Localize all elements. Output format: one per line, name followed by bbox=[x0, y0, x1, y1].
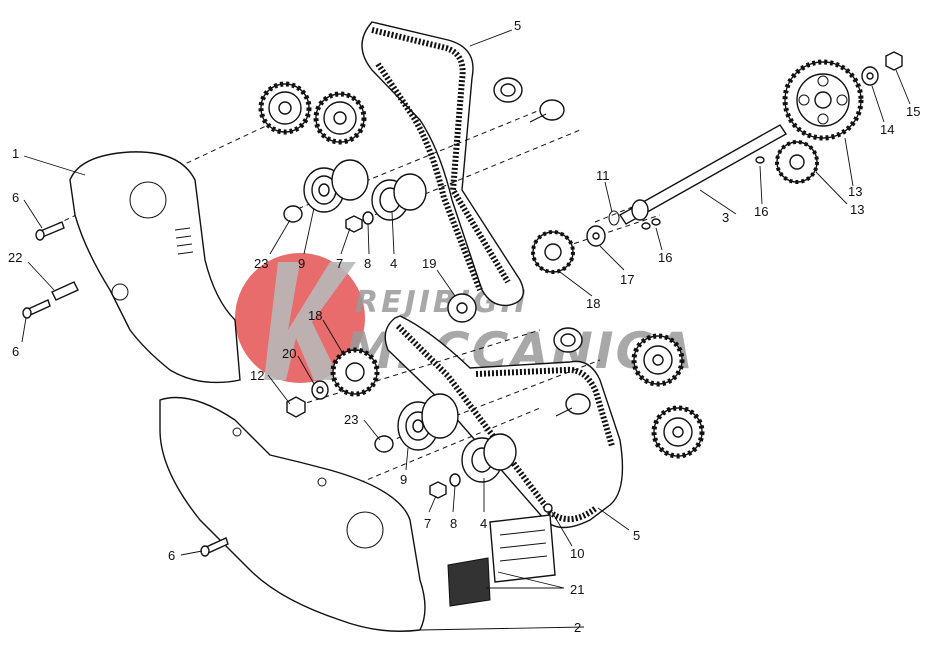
upper-timing-belt bbox=[361, 21, 524, 307]
callout-13-upper: 13 bbox=[848, 184, 862, 199]
drive-pulley-18-right bbox=[531, 230, 575, 274]
washer-8-upper bbox=[362, 211, 374, 225]
callout-13-right: 13 bbox=[850, 202, 864, 217]
idler-roller-lower bbox=[461, 433, 517, 483]
washer-17 bbox=[586, 225, 606, 247]
callout-23-upper: 23 bbox=[254, 256, 268, 271]
callout-5-upper: 5 bbox=[514, 18, 521, 33]
large-gear bbox=[782, 59, 864, 141]
bracket-21 bbox=[447, 514, 556, 607]
callout-8-lower: 8 bbox=[450, 516, 457, 531]
idler-roller-upper bbox=[371, 173, 427, 221]
callout-3: 3 bbox=[722, 210, 729, 225]
bolt-23-upper bbox=[283, 205, 303, 223]
camshaft-pulley-upper-left bbox=[258, 81, 312, 135]
callout-19: 19 bbox=[422, 256, 436, 271]
camshaft-pulley-lower-upper bbox=[631, 333, 685, 387]
watermark-logo-k bbox=[264, 262, 356, 380]
callout-6-middle: 6 bbox=[12, 344, 19, 359]
spacer-19 bbox=[447, 293, 477, 323]
callout-16-right: 16 bbox=[658, 250, 672, 265]
circlip-11 bbox=[608, 210, 620, 226]
callout-4-lower: 4 bbox=[480, 516, 487, 531]
nut-7-upper bbox=[345, 215, 363, 233]
leader-lines bbox=[21, 29, 911, 631]
washer-20 bbox=[311, 380, 329, 400]
callout-18-right: 18 bbox=[586, 296, 600, 311]
callout-7-lower: 7 bbox=[424, 516, 431, 531]
drive-pulley-18-left bbox=[330, 347, 380, 397]
upper-sleeve bbox=[493, 77, 523, 103]
callout-22: 22 bbox=[8, 250, 22, 265]
callout-7-upper: 7 bbox=[336, 256, 343, 271]
nut-15 bbox=[885, 51, 903, 71]
washer-8-lower bbox=[449, 473, 461, 487]
upper-timing-cover bbox=[69, 151, 241, 384]
upper-idler-pin bbox=[529, 99, 565, 123]
callout-5-lower: 5 bbox=[633, 528, 640, 543]
callout-17: 17 bbox=[620, 272, 634, 287]
bolt-23-lower bbox=[374, 435, 394, 453]
lower-idler-pin bbox=[555, 393, 591, 417]
callout-16-left: 16 bbox=[754, 204, 768, 219]
camshaft-pulley-upper-right bbox=[313, 91, 367, 145]
stud-22 bbox=[51, 281, 79, 301]
callout-9-upper: 9 bbox=[298, 256, 305, 271]
callout-14: 14 bbox=[880, 122, 894, 137]
callout-8-upper: 8 bbox=[364, 256, 371, 271]
tensioner-roller-lower bbox=[397, 393, 459, 451]
callout-6-lower: 6 bbox=[168, 548, 175, 563]
lower-sleeve bbox=[553, 327, 583, 353]
callout-18-left: 18 bbox=[308, 308, 322, 323]
callout-4-upper: 4 bbox=[390, 256, 397, 271]
callout-21: 21 bbox=[570, 582, 584, 597]
callout-2: 2 bbox=[574, 620, 581, 635]
callout-9-lower: 9 bbox=[400, 472, 407, 487]
callout-10: 10 bbox=[570, 546, 584, 561]
screw-10 bbox=[543, 503, 553, 513]
tensioner-roller-upper bbox=[303, 159, 369, 213]
nut-12 bbox=[286, 396, 306, 418]
bolt-6-upper bbox=[35, 221, 65, 241]
camshaft-pulley-lower-lower bbox=[651, 405, 705, 459]
drive-shaft bbox=[618, 124, 788, 225]
keys-16 bbox=[641, 156, 765, 230]
small-gear bbox=[775, 140, 819, 184]
callout-11: 11 bbox=[596, 168, 610, 183]
callout-1: 1 bbox=[12, 146, 19, 161]
callout-20: 20 bbox=[282, 346, 296, 361]
bolt-6-lower bbox=[200, 537, 229, 557]
bolt-6-middle bbox=[22, 299, 51, 319]
nut-7-lower bbox=[429, 481, 447, 499]
callout-6-upper: 6 bbox=[12, 190, 19, 205]
callout-15: 15 bbox=[906, 104, 920, 119]
callout-12: 12 bbox=[250, 368, 264, 383]
callout-labels: 1 2 3 4 4 5 5 6 6 6 7 7 8 8 9 9 10 11 12… bbox=[8, 18, 920, 635]
washer-14 bbox=[861, 66, 879, 86]
lower-timing-cover bbox=[159, 396, 426, 632]
callout-23-lower: 23 bbox=[344, 412, 358, 427]
